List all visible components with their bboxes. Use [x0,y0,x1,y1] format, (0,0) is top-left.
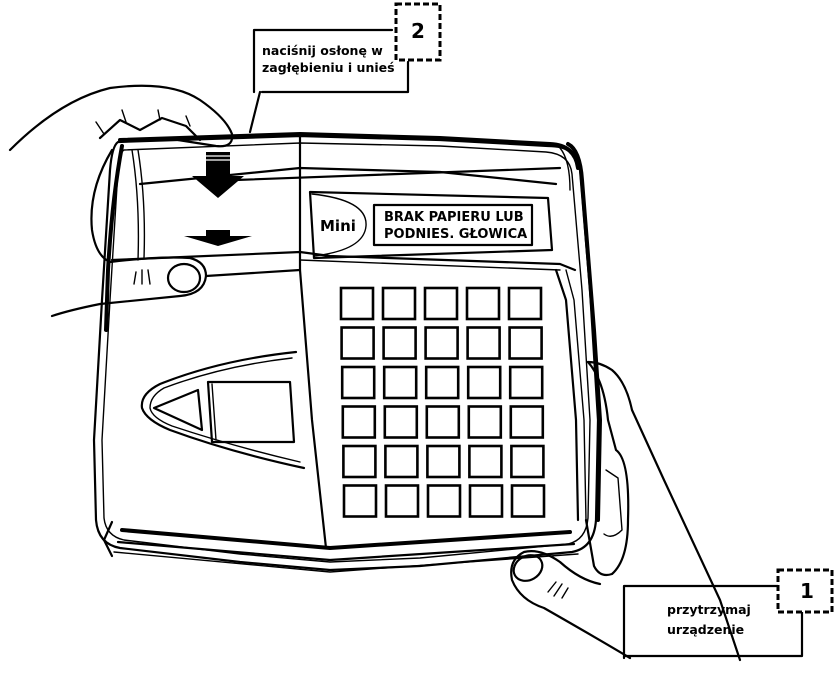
keypad-key [383,405,419,439]
left-thumb [50,256,208,318]
lcd-screen [372,203,534,247]
left-side-edge-3 [137,149,146,259]
lid-separation-line [110,250,577,272]
keypad-key [340,365,376,400]
keypad-key [342,484,378,518]
left-hand [8,84,302,318]
callout-1-box [622,584,804,660]
right-thumb [510,550,632,660]
keypad-key [384,484,420,518]
right-side-edge [566,142,602,522]
display-bezel [308,190,554,260]
keypad-key [468,484,504,518]
keypad-key [507,286,543,321]
lid-separation-line-2 [299,259,561,271]
right-hand-fingers [584,360,630,577]
callout-2: 2 naciśnij osłonę w zagłębieniu i unieś [252,2,442,94]
keypad-key [426,484,462,518]
base-front-edge-3 [113,551,579,573]
left-thumbnail [166,262,202,294]
keypad-key [424,365,460,400]
left-side-edge-2 [131,149,140,261]
keypad-key [510,444,545,479]
keypad-key [425,405,461,439]
paper-window-frame-inner [149,357,301,463]
callout-2-leader [248,90,262,134]
callout-2-line-1: naciśnij osłonę w [262,43,383,58]
keypad-key [424,326,459,360]
brand-badge-outline [311,193,367,257]
keypad [339,286,546,518]
arrow-down-large-icon [192,152,244,198]
paper-window [140,350,306,470]
keypad-key [381,286,417,321]
left-hand-palm [90,148,114,264]
keypad-key [423,286,459,321]
keypad-key [509,405,545,439]
callout-2-number-box [394,2,442,62]
arrow-down-small-icon [184,230,252,246]
keypad-key [468,444,503,479]
right-hand [510,360,742,662]
callout-2-line-2: zagłębieniu i unieś [262,60,395,75]
base-front-edge [120,528,572,550]
brand-label: Mini [320,217,356,235]
keypad-key [465,286,501,321]
callout-1-line-1: przytrzymaj [667,602,751,617]
keypad-key [340,326,375,360]
base-corner-left [102,520,114,558]
right-side-edge-2 [559,147,571,191]
keypad-key [339,286,375,321]
keypad-key [341,405,377,439]
lcd-line-2: PODNIES. GŁOWICA [384,227,527,242]
callout-2-number: 2 [411,19,425,43]
left-hand-fingers [98,116,202,142]
keypad-key [508,326,543,360]
callout-1-number: 1 [800,579,814,603]
keypad-key [384,444,419,479]
callout-1: 1 przytrzymaj urządzenie [622,568,834,660]
right-keypad-edge [554,268,580,522]
keypad-key [467,405,503,439]
callout-1-number-box [776,568,834,614]
left-thumb-creases [133,269,151,285]
right-thumbnail [512,554,544,582]
base-front-edge-2 [116,540,576,562]
right-hand-back [586,360,742,662]
keypad-key [426,444,461,479]
center-divider [298,134,328,550]
left-hand-outline [8,84,234,152]
press-arrows [184,90,562,246]
keypad-key [508,365,544,400]
paper-window-frame [140,350,306,470]
right-keypad-edge-2 [565,269,587,521]
right-thumb-creases [547,581,569,599]
paper-window-rect [206,380,296,444]
keypad-key [466,326,501,360]
callout-1-line-2: urządzenie [667,622,744,637]
lcd-line-1: BRAK PAPIERU LUB [384,210,524,225]
device-body [92,132,602,573]
display-panel: Mini BRAK PAPIERU LUB PODNIES. GŁOWICA [308,190,554,260]
paper-window-triangle [152,388,204,432]
left-side-edge [104,144,124,332]
keypad-key [382,365,418,400]
keypad-key [342,444,377,479]
keypad-key [382,326,417,360]
keypad-key [510,484,546,518]
cover-top-edge [118,132,580,170]
callout-2-box [252,28,410,94]
keypad-key [466,365,502,400]
